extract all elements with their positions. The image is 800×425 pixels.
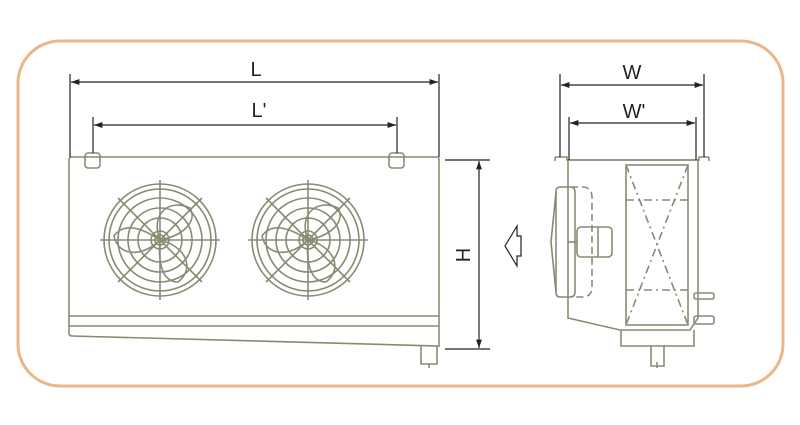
fan-blade xyxy=(261,227,309,254)
side-fan-guard xyxy=(555,186,576,298)
front-mount-lug-left xyxy=(84,152,101,169)
airflow-direction-icon xyxy=(504,223,522,269)
fan-guard-2 xyxy=(248,180,368,300)
fan-blade xyxy=(306,239,336,283)
fan-guard-1 xyxy=(100,180,220,300)
side-view xyxy=(550,156,715,368)
diagram-frame xyxy=(16,39,785,388)
front-mount-lug-right xyxy=(388,152,405,169)
length-label: L xyxy=(250,59,261,81)
fan-blade xyxy=(304,204,341,241)
side-coil-block xyxy=(625,164,689,326)
side-dimensions xyxy=(559,74,705,160)
inner-length-label: L' xyxy=(252,100,267,122)
fan-blade xyxy=(158,239,188,283)
fan-blade xyxy=(156,204,193,241)
side-drain-pan xyxy=(620,330,695,347)
front-dimensions xyxy=(69,74,490,350)
side-housing xyxy=(567,159,699,331)
side-motor xyxy=(576,226,613,258)
side-pipe-upper xyxy=(693,292,715,300)
front-view xyxy=(68,152,440,368)
height-label: H xyxy=(453,248,475,262)
side-fan-shroud xyxy=(571,186,593,298)
width-label: W xyxy=(623,62,642,84)
fan-blade xyxy=(113,227,161,254)
inner-width-label: W' xyxy=(623,101,646,123)
front-drain-pipe xyxy=(420,346,438,365)
front-body-outline xyxy=(68,156,440,347)
side-pipe-lower xyxy=(693,315,715,325)
